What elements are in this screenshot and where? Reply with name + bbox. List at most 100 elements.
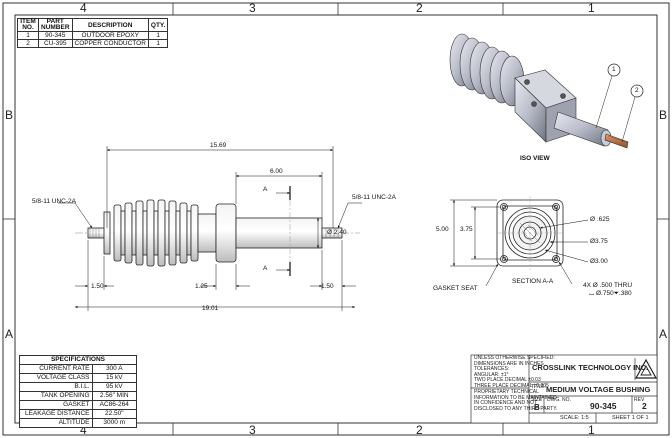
note-line: TOLERANCES: [474,366,510,373]
dim-flange-outer: 5.00 [436,226,449,233]
zone-bottom-4: 4 [80,423,87,437]
spec-value: 15 kV [91,373,138,383]
dim-d2: Ø3.75 [590,238,608,245]
dim-overall-bell: 15.69 [210,142,227,149]
spec-value: 3000 m [91,418,138,428]
bom-header-description: DESCRIPTION [71,18,149,32]
company-logo [634,358,658,379]
section-mark-top: A [263,186,268,193]
bom-cell: 1 [147,39,169,48]
iso-view [449,33,644,149]
spec-value: 300 A [91,364,138,374]
note-line: TWO PLACE DECIMAL ±0.03 [474,377,541,384]
company-name: CROSSLINK TECHNOLOGY INC. [532,363,649,372]
bom-cell: 2 [17,39,39,48]
rev-value: 2 [642,401,647,411]
specs-title: SPECIFICATIONS [19,355,137,365]
dim-flange-inner: 3.75 [460,226,473,233]
zone-right-b: B [659,108,668,122]
sheds [113,199,199,267]
bom-header-part: PART NUMBER [38,18,73,32]
zone-left-b: B [5,108,14,122]
dwg-label: DWG. NO. [547,397,571,403]
front-view [75,199,360,267]
dim-diameter: Ø 2.40 [327,229,347,236]
dim-left-end: 1.50 [91,283,104,290]
bom-cell: OUTDOOR EPOXY [71,31,149,40]
tolerance-notes: UNLESS OTHERWISE SPECIFIED: DIMENSIONS A… [474,355,555,390]
bom-header-qty: QTY. [147,18,169,32]
spec-value: 95 kV [91,382,138,392]
section-dimensions [450,199,589,287]
dim-d1: Ø .625 [590,216,610,223]
bom-cell: COPPER CONDUCTOR [71,39,149,48]
balloon-1-circle [607,63,621,77]
zone-top-3: 3 [249,1,256,15]
bom-cell: 1 [147,31,169,40]
note-line: IN CONFIDENCE AND NOT [474,400,538,407]
dim-d3: Ø3.00 [590,258,608,265]
title-prefix: TITLE: [531,384,547,390]
title-block-frame [470,354,658,424]
sheet-number: SHEET 1 OF 1 [612,415,649,421]
note-line: INFORMATION TO BE MAINTAINED [474,394,557,401]
size-label: SIZE [531,397,543,403]
zone-left-a: A [5,327,14,341]
balloon-2: 2 [635,87,639,94]
zone-ticks [3,3,669,435]
zone-top-4: 4 [80,1,87,15]
zone-bottom-2: 2 [416,423,423,437]
spec-value: 22.50" [91,409,138,419]
bom-row: 2 CU-395 COPPER CONDUCTOR 1 [17,39,169,48]
scale: SCALE: 1:5 [560,415,589,421]
balloon-1: 1 [612,66,616,73]
zone-bottom-1: 1 [588,423,595,437]
spec-key: CURRENT RATE [19,364,93,374]
section-view [496,196,564,270]
bom-header-item: ITEM NO. [17,18,39,32]
bom-cell: 1 [17,31,39,40]
drawing-title: MEDIUM VOLTAGE BUSHING [546,385,651,394]
dwg-number: 90-345 [590,401,617,411]
counterbore-callout: ⌴ Ø.750⏷.380 [589,290,632,297]
balloon-2-circle [630,84,644,98]
zone-bottom-3: 3 [249,423,256,437]
zone-right-a: A [659,327,668,341]
spec-key: VOLTAGE CLASS [19,373,93,383]
note-line: THREE PLACE DECIMAL ±0.005 [474,382,549,389]
dim-mid: 1.25 [195,283,208,290]
front-dimensions [58,146,362,311]
note-line: DIMENSIONS ARE IN INCHES [474,360,544,367]
bill-of-materials: ITEM NO. PART NUMBER DESCRIPTION QTY. 1 … [17,18,169,48]
spec-value: 2.56" MIN [91,391,138,401]
note-line: UNLESS OTHERWISE SPECIFIED: [474,355,555,361]
iso-view-label: ISO VIEW [520,155,550,162]
thread-callout-left: 5/8-11 UNC-2A [32,198,76,205]
note-line: DISCLOSED TO ANY THIRD PARTY. [474,405,558,412]
spec-row: B.I.L.95 kV [19,382,138,392]
bom-cell: 90-345 [38,31,73,40]
note-line: ANGULAR: ±1° [474,371,509,378]
spec-key: TANK OPENING [19,391,93,401]
zone-top-2: 2 [416,1,423,15]
gasket-seat-label: GASKET SEAT [433,285,478,292]
spec-key: LEAKAGE DISTANCE [19,409,93,419]
spec-key: B.I.L. [19,382,93,392]
zone-top-1: 1 [588,1,595,15]
bom-row: 1 90-345 OUTDOOR EPOXY 1 [17,31,169,40]
dim-right-end: 1.50 [321,283,334,290]
note-line: PROPRIETARY TECHNICAL [474,389,539,395]
spec-key: ALTITUDE [19,418,93,428]
holes-callout: 4X Ø .500 THRU [583,282,633,289]
spec-key: GASKET [19,400,93,410]
size-value: B [534,403,540,412]
